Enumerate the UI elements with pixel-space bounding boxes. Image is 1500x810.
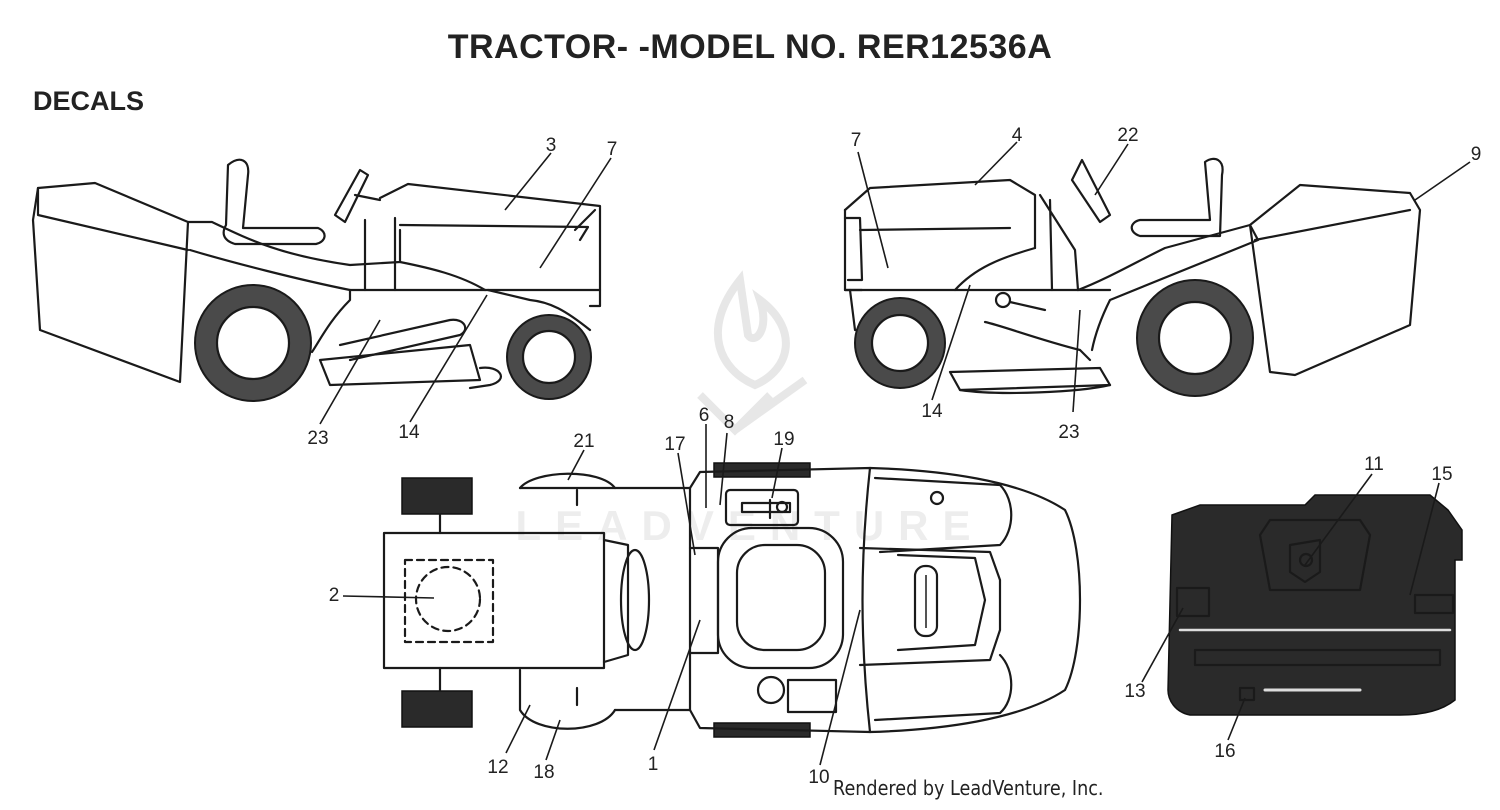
callout-17: 17 bbox=[664, 434, 685, 455]
callout-16: 16 bbox=[1214, 741, 1235, 762]
callout-13: 13 bbox=[1124, 681, 1145, 702]
watermark-logo bbox=[697, 270, 808, 436]
callout-23: 23 bbox=[307, 428, 328, 449]
callout-18: 18 bbox=[533, 762, 554, 783]
callout-23: 23 bbox=[1058, 422, 1079, 443]
callout-14: 14 bbox=[398, 422, 420, 443]
tractor-top-view bbox=[382, 462, 1082, 738]
tractor-left-side-view bbox=[31, 158, 602, 402]
callout-21: 21 bbox=[573, 431, 594, 452]
tractor-right-side-view bbox=[843, 157, 1422, 397]
callout-12: 12 bbox=[487, 757, 508, 778]
callout-10: 10 bbox=[808, 767, 829, 788]
callout-14: 14 bbox=[921, 401, 943, 422]
callout-2: 2 bbox=[329, 585, 340, 606]
callout-7: 7 bbox=[607, 139, 618, 160]
callout-8: 8 bbox=[724, 412, 735, 433]
callout-15: 15 bbox=[1431, 464, 1452, 485]
callout-leaders bbox=[319, 141, 1471, 766]
callout-1: 1 bbox=[648, 754, 659, 775]
section-heading: DECALS bbox=[33, 86, 145, 116]
callout-11: 11 bbox=[1364, 454, 1384, 475]
diagram-title: TRACTOR- -MODEL NO. RER12536A bbox=[447, 28, 1053, 66]
callout-9: 9 bbox=[1471, 144, 1482, 165]
callout-4: 4 bbox=[1012, 125, 1023, 146]
callout-22: 22 bbox=[1117, 125, 1138, 146]
credit-text: Rendered by LeadVenture, Inc. bbox=[833, 776, 1104, 800]
callout-19: 19 bbox=[773, 429, 794, 450]
callout-6: 6 bbox=[699, 405, 710, 426]
callout-numbers: 3 7 23 14 7 4 22 9 14 23 21 17 6 8 19 2 … bbox=[307, 125, 1481, 788]
callout-7: 7 bbox=[851, 130, 862, 151]
tractor-rear-view bbox=[1167, 494, 1463, 716]
callout-3: 3 bbox=[546, 135, 557, 156]
